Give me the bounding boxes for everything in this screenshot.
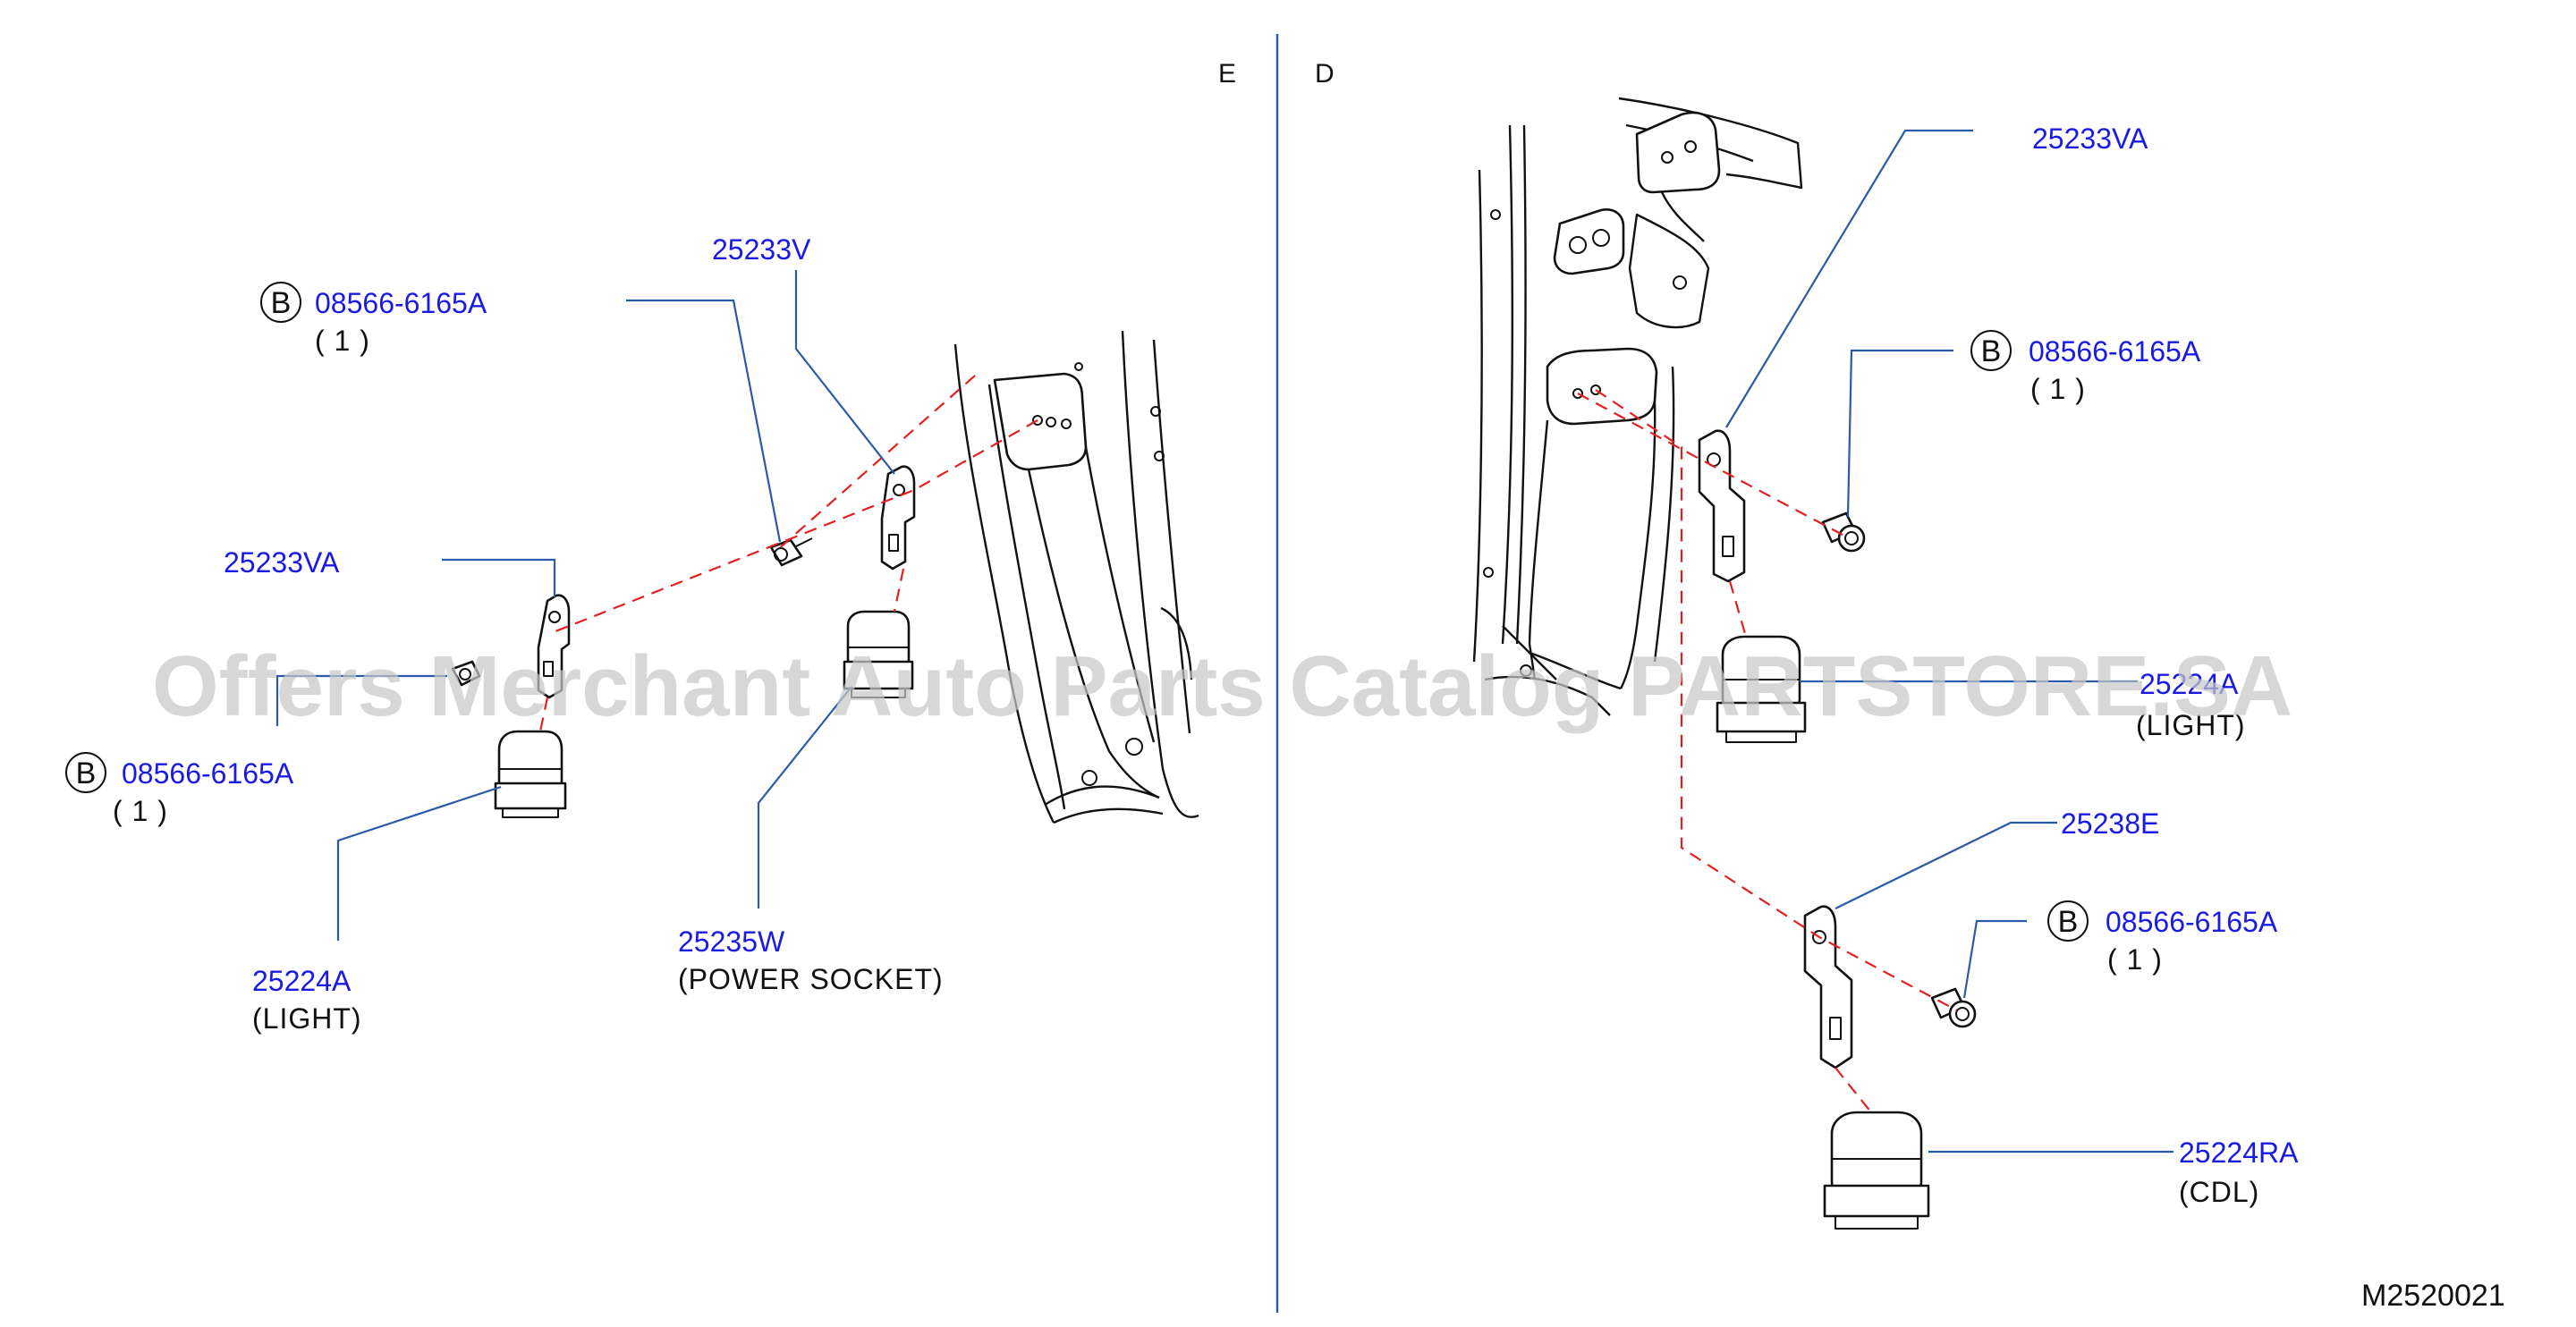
part-number: 08566-6165A [315,287,487,319]
right-callout-bracket-upper: 25233VA [2032,123,2148,155]
left-assembly-line-2 [550,419,1038,635]
quantity: ( 1 ) [2030,373,2086,405]
part-number: 25224A [252,965,352,997]
right-assembly-line-4 [1835,1067,1872,1113]
view-label-left: E [1218,59,1236,89]
bolt-marker: B [271,286,292,320]
part-description: (POWER SOCKET) [678,963,944,995]
left-body-panel [953,330,1199,824]
part-number: 08566-6165A [2029,335,2201,368]
quantity: ( 1 ) [2107,943,2163,976]
right-relay-light [1716,635,1807,743]
right-callout-relay-cdl: 25224RA (CDL) [2179,1137,2299,1208]
left-assembly-line-1 [775,375,976,552]
part-number: 08566-6165A [2106,906,2278,938]
leader-left-bracket-lower [442,558,556,597]
right-assembly-line-1 [1577,393,1843,536]
left-callout-bracket-upper: 25233V [712,233,811,266]
right-body-panel [1472,97,1803,716]
left-callout-bolt-upper: B 08566-6165A ( 1 ) [260,282,487,357]
part-number: 25235W [678,926,785,958]
left-callout-bolt-lower: B 08566-6165A ( 1 ) [65,752,294,827]
part-description: (LIGHT) [252,1002,362,1035]
right-relay-cdl [1823,1111,1930,1230]
right-bracket-upper [1698,429,1746,583]
left-bracket-upper [880,465,916,571]
right-bolt-lower [1930,987,1977,1028]
part-number: 25224A [2140,668,2239,700]
right-bolt-upper [1821,511,1866,553]
view-label-right: D [1315,59,1335,89]
watermark: Offers Merchant Auto Parts Catalog PARTS… [152,638,2292,734]
leader-left-relay-socket [757,686,852,909]
bolt-marker: B [2058,905,2079,939]
leader-right-bolt-upper [1846,349,1953,518]
part-number: 25224RA [2179,1137,2299,1169]
right-bracket-lower [1803,905,1853,1069]
part-description: (LIGHT) [2136,709,2246,741]
leader-left-bolt-upper [626,299,782,543]
part-description: (CDL) [2179,1176,2259,1208]
left-callout-bracket-lower: 25233VA [224,546,340,579]
leader-left-relay-light [336,785,502,941]
leader-right-bolt-lower [1962,919,2027,999]
left-view-drawing [275,270,1199,941]
left-relay-power-socket [843,610,914,698]
quantity: ( 1 ) [315,325,370,357]
right-view-drawing [1472,97,2174,1230]
right-assembly-line-3 [1728,580,1748,638]
left-assembly-line-4 [538,697,549,732]
quantity: ( 1 ) [113,795,168,827]
bolt-marker: B [1981,334,2002,368]
right-callout-bolt-lower: B 08566-6165A ( 1 ) [2047,900,2278,976]
leader-right-bracket-upper [1725,129,1973,428]
right-assembly-line-2 [1595,389,1958,1011]
right-callout-bracket-lower: 25238E [2061,807,2159,840]
left-relay-light [494,730,567,818]
part-number: 08566-6165A [122,757,294,790]
right-callout-relay-light: 25224A (LIGHT) [2136,668,2246,741]
left-bolt-upper [769,537,813,567]
left-assembly-line-3 [893,568,905,613]
left-bracket-lower [537,594,571,699]
leader-left-bolt-lower [275,674,447,726]
left-callout-relay-socket: 25235W (POWER SOCKET) [678,926,944,995]
bolt-marker: B [76,756,97,790]
diagram-code: M2520021 [2361,1279,2505,1313]
leader-right-bracket-lower [1835,821,2057,909]
leader-left-bracket-upper [794,270,895,475]
left-callout-relay-light: 25224A (LIGHT) [252,965,362,1035]
left-bolt-lower [451,660,481,687]
right-callout-bolt-upper: B 08566-6165A ( 1 ) [1970,330,2201,405]
